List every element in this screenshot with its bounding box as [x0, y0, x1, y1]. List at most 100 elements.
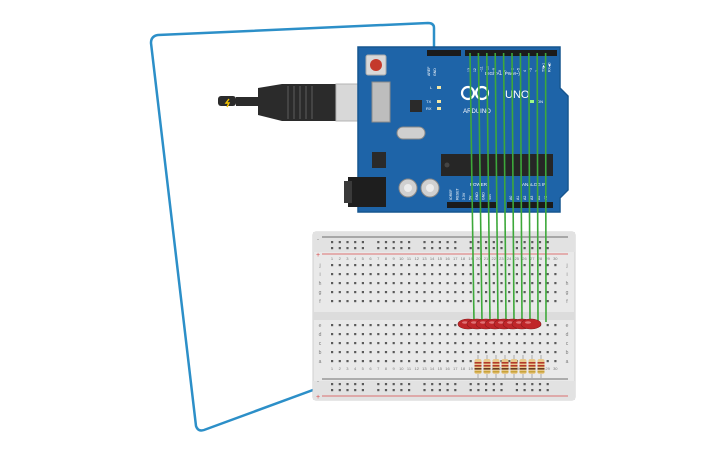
rail-hole[interactable]: [384, 247, 388, 250]
rail-hole[interactable]: [477, 389, 480, 392]
tie-point-hole[interactable]: [446, 291, 449, 294]
rail-hole[interactable]: [469, 389, 472, 392]
rail-hole[interactable]: [523, 389, 526, 392]
rail-hole[interactable]: [515, 241, 518, 244]
tie-point-hole[interactable]: [331, 264, 334, 267]
tie-point-hole[interactable]: [331, 333, 334, 336]
tie-point-hole[interactable]: [361, 351, 364, 354]
tie-point-hole[interactable]: [423, 273, 426, 276]
tie-point-hole[interactable]: [369, 300, 372, 303]
tie-point-hole[interactable]: [392, 333, 395, 336]
tie-point-hole[interactable]: [477, 291, 480, 294]
tie-point-hole[interactable]: [346, 333, 349, 336]
signal-wire[interactable]: [486, 52, 491, 323]
rail-hole[interactable]: [485, 389, 488, 392]
tie-point-hole[interactable]: [361, 342, 364, 345]
rail-hole[interactable]: [338, 389, 341, 392]
tie-point-hole[interactable]: [369, 324, 372, 327]
tie-point-hole[interactable]: [377, 324, 380, 327]
tie-point-hole[interactable]: [438, 291, 441, 294]
tie-point-hole[interactable]: [531, 264, 534, 267]
tie-point-hole[interactable]: [346, 360, 349, 363]
tie-point-hole[interactable]: [400, 273, 403, 276]
tie-point-hole[interactable]: [546, 333, 549, 336]
tie-point-hole[interactable]: [346, 282, 349, 285]
tie-point-hole[interactable]: [377, 273, 380, 276]
tie-point-hole[interactable]: [546, 324, 549, 327]
tie-point-hole[interactable]: [415, 264, 418, 267]
rail-hole[interactable]: [531, 389, 534, 392]
tie-point-hole[interactable]: [477, 273, 480, 276]
tie-point-hole[interactable]: [515, 351, 518, 354]
rail-hole[interactable]: [346, 389, 349, 392]
tie-point-hole[interactable]: [392, 324, 395, 327]
tie-point-hole[interactable]: [469, 264, 472, 267]
tie-point-hole[interactable]: [331, 291, 334, 294]
signal-wire[interactable]: [527, 52, 531, 323]
tie-point-hole[interactable]: [331, 342, 334, 345]
rail-hole[interactable]: [469, 247, 472, 250]
led-array[interactable]: [457, 318, 542, 330]
tie-point-hole[interactable]: [477, 333, 480, 336]
tie-point-hole[interactable]: [454, 291, 457, 294]
rail-hole[interactable]: [500, 247, 503, 250]
tie-point-hole[interactable]: [485, 291, 488, 294]
tie-point-hole[interactable]: [408, 282, 411, 285]
tie-point-hole[interactable]: [369, 291, 372, 294]
rail-hole[interactable]: [338, 383, 341, 386]
tie-point-hole[interactable]: [354, 291, 357, 294]
tie-point-hole[interactable]: [331, 282, 334, 285]
tie-point-hole[interactable]: [477, 351, 480, 354]
rail-hole[interactable]: [538, 389, 542, 392]
tie-point-hole[interactable]: [485, 264, 488, 267]
tie-point-hole[interactable]: [554, 273, 557, 276]
tie-point-hole[interactable]: [392, 360, 395, 363]
tie-point-hole[interactable]: [346, 324, 349, 327]
tie-point-hole[interactable]: [438, 324, 441, 327]
tie-point-hole[interactable]: [377, 291, 380, 294]
rail-hole[interactable]: [523, 241, 526, 244]
rail-hole[interactable]: [446, 247, 449, 250]
tie-point-hole[interactable]: [523, 264, 526, 267]
tie-point-hole[interactable]: [477, 264, 480, 267]
rail-hole[interactable]: [546, 383, 549, 386]
tie-point-hole[interactable]: [331, 273, 334, 276]
rail-hole[interactable]: [423, 241, 426, 244]
tie-point-hole[interactable]: [400, 360, 403, 363]
tie-point-hole[interactable]: [384, 342, 388, 345]
tie-point-hole[interactable]: [423, 300, 426, 303]
tie-point-hole[interactable]: [354, 300, 357, 303]
tie-point-hole[interactable]: [431, 291, 434, 294]
rail-hole[interactable]: [331, 241, 334, 244]
tie-point-hole[interactable]: [392, 273, 395, 276]
ground-wire[interactable]: [149, 21, 436, 432]
tie-point-hole[interactable]: [454, 360, 457, 363]
tie-point-hole[interactable]: [377, 282, 380, 285]
rail-hole[interactable]: [485, 247, 488, 250]
tie-point-hole[interactable]: [369, 333, 372, 336]
rail-hole[interactable]: [408, 247, 411, 250]
rail-hole[interactable]: [346, 383, 349, 386]
tie-point-hole[interactable]: [400, 324, 403, 327]
rail-hole[interactable]: [492, 241, 495, 244]
tie-point-hole[interactable]: [338, 342, 341, 345]
tie-point-hole[interactable]: [508, 342, 511, 345]
tie-point-hole[interactable]: [454, 351, 457, 354]
rail-hole[interactable]: [546, 247, 549, 250]
tie-point-hole[interactable]: [369, 264, 372, 267]
rail-hole[interactable]: [492, 247, 495, 250]
tie-point-hole[interactable]: [538, 342, 542, 345]
tie-point-hole[interactable]: [408, 300, 411, 303]
rail-hole[interactable]: [431, 389, 434, 392]
tie-point-hole[interactable]: [508, 282, 511, 285]
tie-point-hole[interactable]: [338, 291, 341, 294]
tie-point-hole[interactable]: [438, 342, 441, 345]
tie-point-hole[interactable]: [446, 333, 449, 336]
tie-point-hole[interactable]: [508, 291, 511, 294]
rail-hole[interactable]: [408, 389, 411, 392]
rail-hole[interactable]: [523, 383, 526, 386]
rail-hole[interactable]: [531, 383, 534, 386]
rail-hole[interactable]: [361, 383, 364, 386]
rail-hole[interactable]: [500, 383, 503, 386]
tie-point-hole[interactable]: [500, 351, 503, 354]
